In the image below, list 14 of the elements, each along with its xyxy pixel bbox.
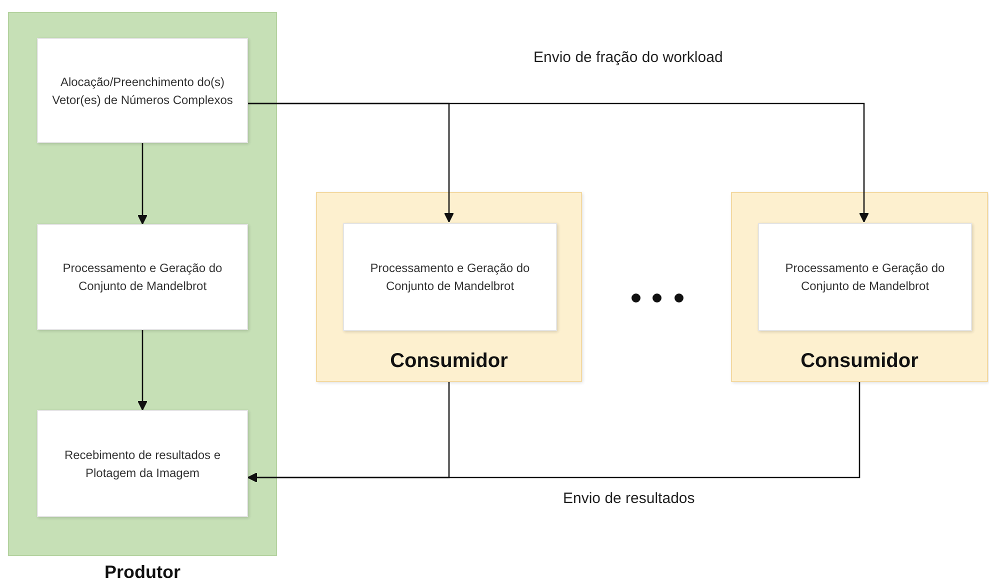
process-box: Processamento e Geração do Conjunto de Mandelbrot: [343, 223, 557, 331]
arrow: [138, 143, 148, 224]
arrow: [138, 330, 148, 410]
consumer-heading: Consumidor: [389, 350, 509, 373]
consumer-box: [731, 192, 988, 382]
consumer-box: [316, 192, 582, 382]
group-heading: Produtor: [104, 562, 182, 583]
process-box: Recebimento de resultados e Plotagem da Imagem: [37, 410, 248, 517]
arrow: [248, 382, 860, 482]
consumer-heading: Consumidor: [800, 350, 920, 373]
process-box: Alocação/Preenchimento do(s) Vetor(es) de Números Complexos: [37, 38, 248, 143]
arrow: [248, 102, 869, 222]
process-box: Processamento e Geração do Conjunto de Mandelbrot: [758, 223, 972, 331]
process-box: Processamento e Geração do Conjunto de Mandelbrot: [37, 224, 248, 330]
